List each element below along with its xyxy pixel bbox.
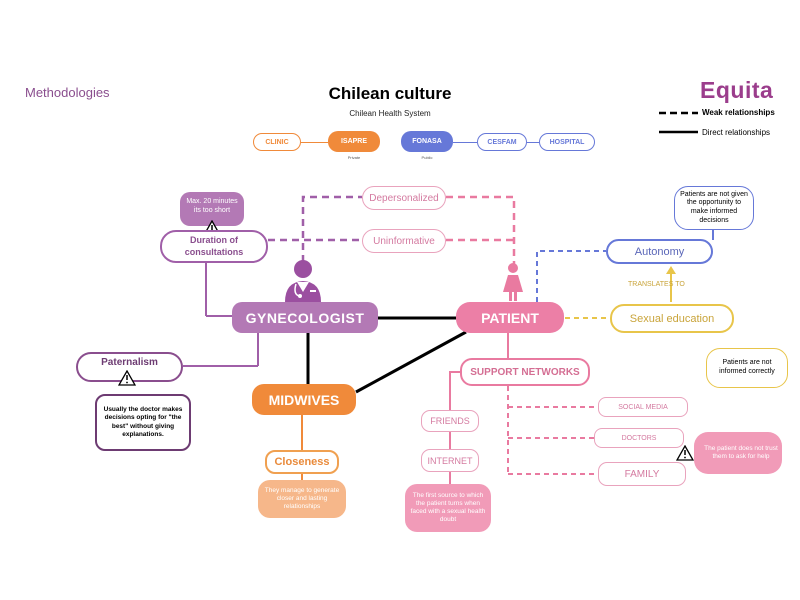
paternalism-label: Paternalism xyxy=(101,357,158,368)
family-node: FAMILY xyxy=(598,462,686,486)
sexual-education-node: Sexual education xyxy=(610,304,734,333)
autonomy-note-text: Patients are not given the opportunity t… xyxy=(680,190,748,224)
legend-weak-label: Weak relationships xyxy=(702,108,775,117)
closeness-node: Closeness xyxy=(265,450,339,474)
patient-node: PATIENT xyxy=(456,302,564,333)
doctors-node: DOCTORS xyxy=(594,428,684,448)
internet-note-text: The first source to which the patient tu… xyxy=(410,491,486,524)
trust-note-text: The patient does not trust them to ask f… xyxy=(704,444,778,460)
doctor-figure-icon xyxy=(285,260,321,302)
closeness-note-text: They manage to generate closer and lasti… xyxy=(264,486,340,511)
link-patient-autonomy xyxy=(536,250,606,302)
link-patient-midwives xyxy=(355,330,467,394)
trust-note: The patient does not trust them to ask f… xyxy=(694,432,782,474)
diagram-title: Chilean culture xyxy=(328,84,452,103)
paternalism-node: Paternalism xyxy=(76,352,183,382)
isapre-note: Private xyxy=(347,155,361,160)
support-networks-node: SUPPORT NETWORKS xyxy=(460,358,590,386)
link-gyne-depersonalized xyxy=(301,195,362,262)
internet-node: INTERNET xyxy=(421,449,479,472)
duration-node: Duration of consultations xyxy=(160,230,268,263)
diagram-subtitle: Chilean Health System xyxy=(349,109,431,118)
social-media-node: SOCIAL MEDIA xyxy=(598,397,688,417)
link-patient-depersonalized xyxy=(446,195,516,264)
fonasa-note: Public xyxy=(421,155,433,160)
gynecologist-node: GYNECOLOGIST xyxy=(232,302,378,333)
closeness-note: They manage to generate closer and lasti… xyxy=(258,480,346,518)
internet-note: The first source to which the patient tu… xyxy=(405,484,491,532)
warning-triangle-icon xyxy=(676,445,694,461)
paternalism-note: Usually the doctor makes decisions optin… xyxy=(95,394,191,451)
warning-triangle-icon xyxy=(118,370,136,386)
isapre-pill: ISAPRE xyxy=(328,131,380,152)
duration-note-text: Max. 20 minutes its too short xyxy=(186,198,238,214)
depersonalized-node: Depersonalized xyxy=(362,186,446,210)
clinic-pill: CLINIC xyxy=(253,133,301,151)
friends-node: FRIENDS xyxy=(421,410,479,432)
link-fonasa-cesfam xyxy=(453,142,477,143)
autonomy-note: Patients are not given the opportunity t… xyxy=(674,186,754,230)
woman-figure-icon xyxy=(503,263,523,301)
not-informed-text: Patients are not informed correctly xyxy=(719,359,775,375)
uninformative-node: Uninformative xyxy=(362,229,446,253)
section-label: Methodologies xyxy=(25,85,110,100)
link-clinic-isapre xyxy=(301,142,328,143)
autonomy-node: Autonomy xyxy=(606,239,713,264)
hospital-pill: HOSPITAL xyxy=(539,133,595,151)
fonasa-pill: FONASA xyxy=(401,131,453,152)
not-informed-note: Patients are not informed correctly xyxy=(706,348,788,388)
link-cesfam-hospital xyxy=(527,142,539,143)
link-support-branches xyxy=(507,386,598,475)
paternalism-note-text: Usually the doctor makes decisions optin… xyxy=(103,406,183,438)
legend-direct-label: Direct relationships xyxy=(702,128,771,137)
midwives-node: MIDWIVES xyxy=(252,384,356,415)
translates-to-label: TRANSLATES TO xyxy=(628,281,685,288)
duration-label: Duration of consultations xyxy=(184,234,244,257)
cesfam-pill: CESFAM xyxy=(477,133,527,151)
brand-logo: Equita xyxy=(700,77,774,103)
